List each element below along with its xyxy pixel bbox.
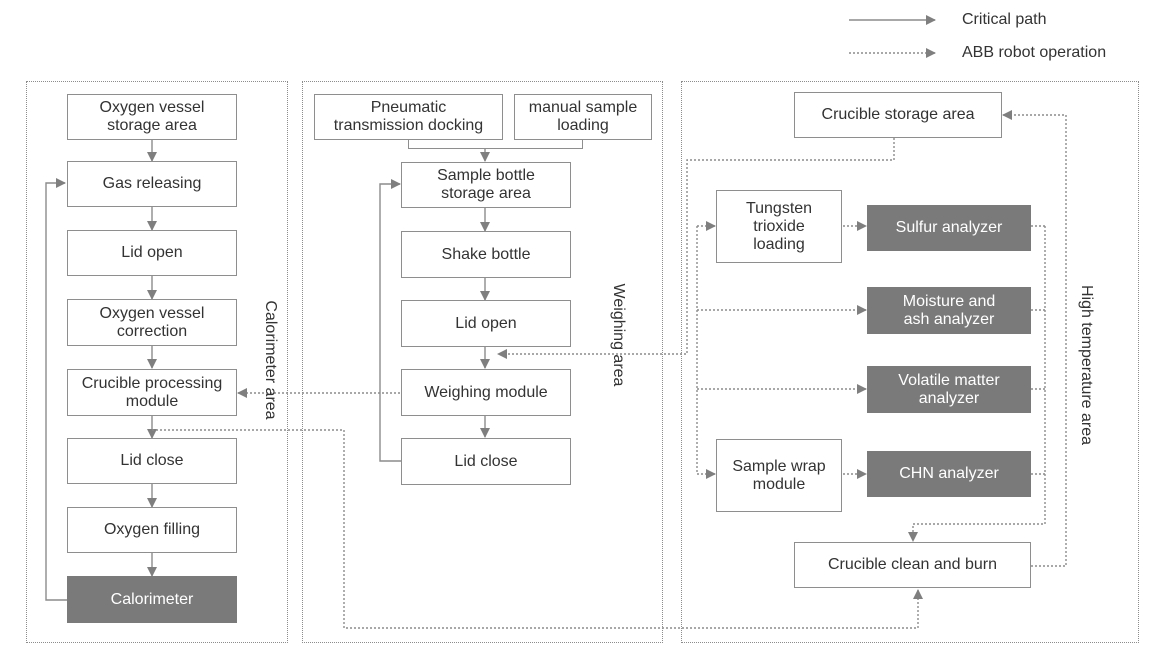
input-merge-bracket	[408, 140, 583, 149]
pneumatic-docking-box: Pneumatic transmission docking	[314, 94, 503, 140]
crucible-clean-burn-box: Crucible clean and burn	[794, 542, 1031, 588]
crucible-processing-module-box: Crucible processing module	[67, 369, 237, 416]
gas-releasing-box: Gas releasing	[67, 161, 237, 207]
robot-crucible-storage-to-weighing	[497, 138, 895, 359]
sample-bottle-storage-box: Sample bottle storage area	[401, 162, 571, 208]
legend-critical-path-label: Critical path	[962, 11, 1047, 28]
tungsten-trioxide-loading-box: Tungsten trioxide loading	[716, 190, 842, 263]
high-temperature-area-label: High temperature area	[1078, 284, 1095, 446]
shake-bottle-box: Shake bottle	[401, 231, 571, 278]
volatile-matter-analyzer-box: Volatile matter analyzer	[867, 366, 1031, 413]
calorimeter-area-label: Calorimeter area	[262, 300, 279, 420]
weighing-lid-close-box: Lid close	[401, 438, 571, 485]
moisture-ash-analyzer-box: Moisture and ash analyzer	[867, 287, 1031, 334]
sulfur-analyzer-box: Sulfur analyzer	[867, 205, 1031, 251]
manual-sample-loading-box: manual sample loading	[514, 94, 652, 140]
robot-analyzers-to-clean-burn	[908, 226, 1046, 542]
oxygen-filling-box: Oxygen filling	[67, 507, 237, 553]
oxygen-vessel-correction-box: Oxygen vessel correction	[67, 299, 237, 346]
calorimeter-box: Calorimeter	[67, 576, 237, 623]
calorimeter-lid-open-box: Lid open	[67, 230, 237, 276]
high-temperature-area-frame	[681, 81, 1139, 643]
robot-crucible-processing-to-clean-burn	[152, 429, 923, 629]
weighing-area-label: Weighing area	[610, 283, 627, 387]
calorimeter-lid-close-box: Lid close	[67, 438, 237, 484]
weighing-area-frame	[302, 81, 663, 643]
weighing-lid-open-box: Lid open	[401, 300, 571, 347]
sample-wrap-module-box: Sample wrap module	[716, 439, 842, 512]
loop-calorimeter-to-gas-releasing	[45, 178, 67, 601]
oxygen-vessel-storage-box: Oxygen vessel storage area	[67, 94, 237, 140]
calorimeter-area-frame	[26, 81, 288, 643]
weighing-module-box: Weighing module	[401, 369, 571, 416]
crucible-storage-box: Crucible storage area	[794, 92, 1002, 138]
loop-lid-close-to-bottle-storage	[379, 179, 402, 462]
chn-analyzer-box: CHN analyzer	[867, 451, 1031, 497]
legend-robot-operation-label: ABB robot operation	[962, 44, 1107, 61]
robot-clean-burn-to-crucible-storage	[1002, 110, 1067, 567]
